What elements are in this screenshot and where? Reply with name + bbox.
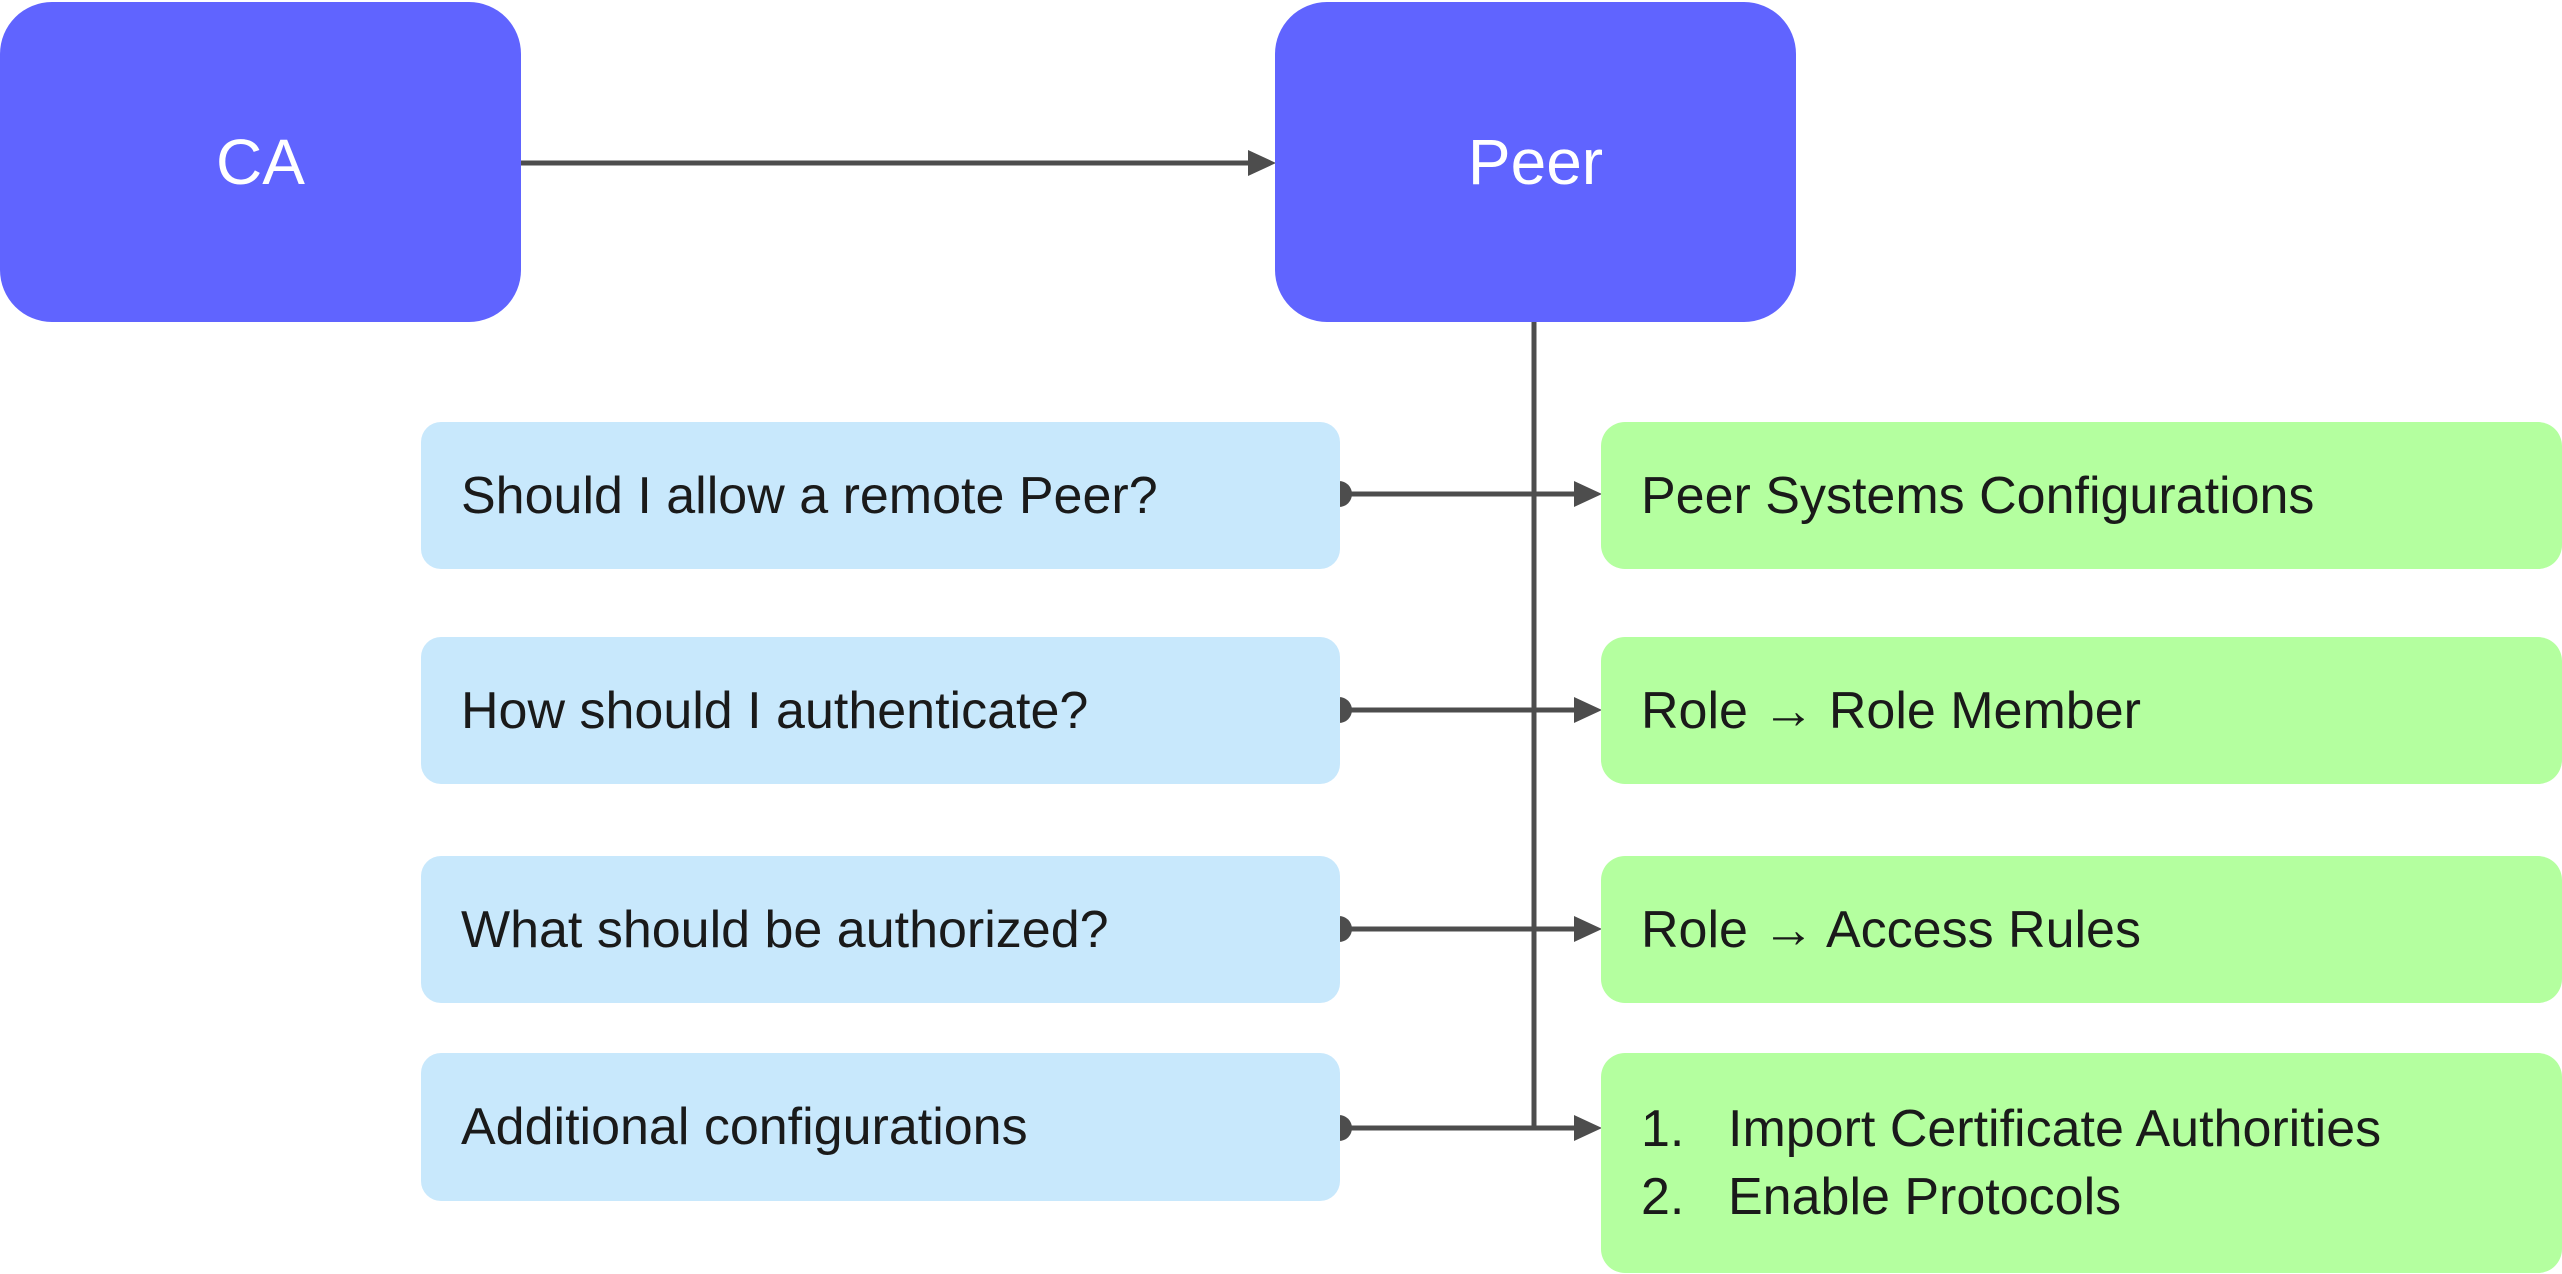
node-ca-label: CA [216,126,305,198]
arrowhead-ca-to-peer [1248,150,1276,176]
answer-peer-systems-configurations: Peer Systems Configurations [1601,422,2562,569]
question-label: Should I allow a remote Peer? [461,466,1158,525]
list-item: 2. Enable Protocols [1641,1163,2381,1231]
arrowhead-answer-3 [1574,916,1602,942]
step-number: 2. [1641,1168,1685,1226]
arrowhead-answer-2 [1574,697,1602,723]
node-peer-label: Peer [1467,126,1604,198]
question-authenticate: How should I authenticate? [421,637,1340,784]
answer-role-member: Role → Role Member [1601,637,2562,784]
step-number: 1. [1641,1100,1685,1158]
node-peer: Peer [1275,2,1796,322]
answer-additional-steps: 1. Import Certificate Authorities 2. Ena… [1601,1053,2562,1273]
node-ca: CA [0,2,521,322]
question-authorized: What should be authorized? [421,856,1340,1003]
question-remote-peer: Should I allow a remote Peer? [421,422,1340,569]
list-item: 1. Import Certificate Authorities [1641,1095,2381,1163]
question-additional-configurations: Additional configurations [421,1053,1340,1201]
question-label: What should be authorized? [461,900,1109,959]
question-label: How should I authenticate? [461,681,1089,740]
step-text: Enable Protocols [1728,1168,2122,1226]
question-label: Additional configurations [461,1098,1028,1156]
arrowhead-answer-1 [1574,481,1602,507]
arrowhead-answer-4 [1574,1115,1602,1141]
answer-label: Peer Systems Configurations [1641,466,2315,525]
additional-steps-list: 1. Import Certificate Authorities 2. Ena… [1641,1095,2381,1231]
answer-label: Role → Access Rules [1641,900,2141,959]
answer-label: Role → Role Member [1641,681,2141,740]
answer-access-rules: Role → Access Rules [1601,856,2562,1003]
step-text: Import Certificate Authorities [1728,1100,2382,1158]
